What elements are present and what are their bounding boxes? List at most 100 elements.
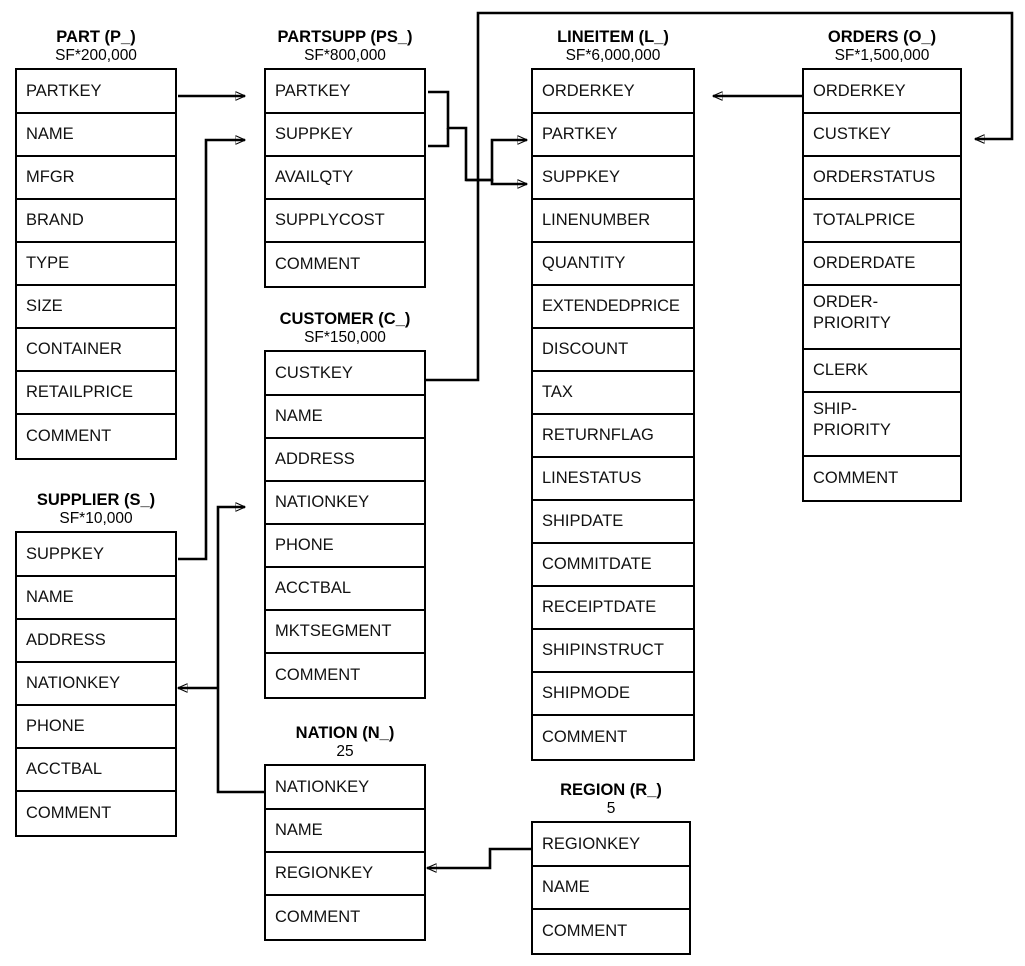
- entity-partsupp-box: PARTKEY SUPPKEY AVAILQTY SUPPLYCOST COMM…: [264, 68, 426, 288]
- entity-supplier: SUPPLIER (S_) SF*10,000 SUPPKEY NAME ADD…: [15, 491, 177, 837]
- link-partsupp-lineitem-partkey: [428, 90, 527, 182]
- attr-part-size[interactable]: SIZE: [17, 286, 175, 329]
- entity-part: PART (P_) SF*200,000 PARTKEY NAME MFGR B…: [15, 28, 177, 460]
- entity-partsupp-title: PARTSUPP (PS_): [277, 28, 413, 46]
- entity-nation-title: NATION (N_): [295, 724, 395, 742]
- attr-lineitem-comment[interactable]: COMMENT: [533, 716, 693, 759]
- attr-orders-clerk[interactable]: CLERK: [804, 350, 960, 393]
- entity-lineitem: LINEITEM (L_) SF*6,000,000 ORDERKEY PART…: [531, 28, 695, 761]
- entity-nation-cardinality: 25: [336, 743, 354, 760]
- entity-orders-cardinality: SF*1,500,000: [834, 47, 930, 64]
- entity-customer-cardinality: SF*150,000: [304, 329, 386, 346]
- attr-customer-comment[interactable]: COMMENT: [266, 654, 424, 697]
- entity-orders-title: ORDERS (O_): [827, 28, 937, 46]
- attr-lineitem-linestatus[interactable]: LINESTATUS: [533, 458, 693, 501]
- attr-customer-name[interactable]: NAME: [266, 396, 424, 439]
- attr-lineitem-suppkey[interactable]: SUPPKEY: [533, 157, 693, 200]
- attr-partsupp-suppkey[interactable]: SUPPKEY: [266, 114, 424, 157]
- link-nation-customer-nationkey: [216, 507, 265, 794]
- entity-region-cardinality: 5: [606, 800, 616, 817]
- attr-partsupp-supplycost[interactable]: SUPPLYCOST: [266, 200, 424, 243]
- attr-lineitem-receiptdate[interactable]: RECEIPTDATE: [533, 587, 693, 630]
- attr-part-name[interactable]: NAME: [17, 114, 175, 157]
- attr-part-container[interactable]: CONTAINER: [17, 329, 175, 372]
- link-supplier-partsupp-suppkey: [178, 140, 245, 561]
- attr-lineitem-extendedprice[interactable]: EXTENDEDPRICE: [533, 286, 693, 329]
- attr-orders-shippriority[interactable]: SHIP- PRIORITY: [804, 393, 960, 457]
- link-junction-lineitem-suppkey: [466, 178, 527, 184]
- entity-part-box: PARTKEY NAME MFGR BRAND TYPE SIZE CONTAI…: [15, 68, 177, 460]
- attr-part-partkey[interactable]: PARTKEY: [17, 70, 175, 114]
- entity-partsupp-cardinality: SF*800,000: [304, 47, 386, 64]
- entity-nation: NATION (N_) 25 NATIONKEY NAME REGIONKEY …: [264, 724, 426, 941]
- attr-lineitem-orderkey[interactable]: ORDERKEY: [533, 70, 693, 114]
- entity-region-title: REGION (R_): [560, 781, 662, 799]
- entity-nation-box: NATIONKEY NAME REGIONKEY COMMENT: [264, 764, 426, 941]
- entity-lineitem-box: ORDERKEY PARTKEY SUPPKEY LINENUMBER QUAN…: [531, 68, 695, 761]
- attr-lineitem-shipdate[interactable]: SHIPDATE: [533, 501, 693, 544]
- attr-orders-orderkey[interactable]: ORDERKEY: [804, 70, 960, 114]
- attr-partsupp-availqty[interactable]: AVAILQTY: [266, 157, 424, 200]
- entity-lineitem-cardinality: SF*6,000,000: [565, 47, 661, 64]
- entity-orders-box: ORDERKEY CUSTKEY ORDERSTATUS TOTALPRICE …: [802, 68, 962, 502]
- attr-lineitem-linenumber[interactable]: LINENUMBER: [533, 200, 693, 243]
- entity-region-box: REGIONKEY NAME COMMENT: [531, 821, 691, 955]
- attr-region-regionkey[interactable]: REGIONKEY: [533, 823, 689, 867]
- attr-orders-orderdate[interactable]: ORDERDATE: [804, 243, 960, 286]
- entity-lineitem-title: LINEITEM (L_): [557, 28, 669, 46]
- attr-supplier-nationkey[interactable]: NATIONKEY: [17, 663, 175, 706]
- attr-lineitem-partkey[interactable]: PARTKEY: [533, 114, 693, 157]
- attr-orders-comment[interactable]: COMMENT: [804, 457, 960, 500]
- attr-nation-comment[interactable]: COMMENT: [266, 896, 424, 939]
- link-partsupp-lineitem-suppkey: [428, 128, 450, 148]
- attr-lineitem-shipmode[interactable]: SHIPMODE: [533, 673, 693, 716]
- entity-customer-box: CUSTKEY NAME ADDRESS NATIONKEY PHONE ACC…: [264, 350, 426, 699]
- attr-region-name[interactable]: NAME: [533, 867, 689, 910]
- entity-region: REGION (R_) 5 REGIONKEY NAME COMMENT: [531, 781, 691, 955]
- attr-part-mfgr[interactable]: MFGR: [17, 157, 175, 200]
- attr-orders-totalprice[interactable]: TOTALPRICE: [804, 200, 960, 243]
- attr-nation-regionkey[interactable]: REGIONKEY: [266, 853, 424, 896]
- attr-orders-orderpriority[interactable]: ORDER- PRIORITY: [804, 286, 960, 350]
- entity-customer-title: CUSTOMER (C_): [279, 310, 411, 328]
- attr-customer-custkey[interactable]: CUSTKEY: [266, 352, 424, 396]
- attr-region-comment[interactable]: COMMENT: [533, 910, 689, 953]
- attr-supplier-address[interactable]: ADDRESS: [17, 620, 175, 663]
- attr-customer-nationkey[interactable]: NATIONKEY: [266, 482, 424, 525]
- entity-partsupp: PARTSUPP (PS_) SF*800,000 PARTKEY SUPPKE…: [264, 28, 426, 288]
- attr-supplier-name[interactable]: NAME: [17, 577, 175, 620]
- attr-lineitem-quantity[interactable]: QUANTITY: [533, 243, 693, 286]
- entity-part-cardinality: SF*200,000: [55, 47, 137, 64]
- attr-orders-orderstatus[interactable]: ORDERSTATUS: [804, 157, 960, 200]
- attr-customer-phone[interactable]: PHONE: [266, 525, 424, 568]
- attr-partsupp-comment[interactable]: COMMENT: [266, 243, 424, 286]
- link-customer-orders-custkey: [426, 11, 1014, 382]
- attr-part-brand[interactable]: BRAND: [17, 200, 175, 243]
- attr-nation-nationkey[interactable]: NATIONKEY: [266, 766, 424, 810]
- attr-lineitem-tax[interactable]: TAX: [533, 372, 693, 415]
- attr-lineitem-discount[interactable]: DISCOUNT: [533, 329, 693, 372]
- attr-part-retailprice[interactable]: RETAILPRICE: [17, 372, 175, 415]
- entity-part-title: PART (P_): [56, 28, 136, 46]
- attr-nation-name[interactable]: NAME: [266, 810, 424, 853]
- attr-supplier-comment[interactable]: COMMENT: [17, 792, 175, 835]
- attr-part-type[interactable]: TYPE: [17, 243, 175, 286]
- attr-customer-acctbal[interactable]: ACCTBAL: [266, 568, 424, 611]
- entity-supplier-cardinality: SF*10,000: [59, 510, 133, 527]
- attr-supplier-phone[interactable]: PHONE: [17, 706, 175, 749]
- attr-part-comment[interactable]: COMMENT: [17, 415, 175, 458]
- attr-customer-address[interactable]: ADDRESS: [266, 439, 424, 482]
- entity-orders: ORDERS (O_) SF*1,500,000 ORDERKEY CUSTKE…: [802, 28, 962, 502]
- attr-supplier-suppkey[interactable]: SUPPKEY: [17, 533, 175, 577]
- entity-customer: CUSTOMER (C_) SF*150,000 CUSTKEY NAME AD…: [264, 310, 426, 699]
- attr-orders-custkey[interactable]: CUSTKEY: [804, 114, 960, 157]
- attr-lineitem-commitdate[interactable]: COMMITDATE: [533, 544, 693, 587]
- link-region-nation-regionkey: [427, 847, 531, 868]
- attr-lineitem-returnflag[interactable]: RETURNFLAG: [533, 415, 693, 458]
- attr-supplier-acctbal[interactable]: ACCTBAL: [17, 749, 175, 792]
- attr-partsupp-partkey[interactable]: PARTKEY: [266, 70, 424, 114]
- attr-customer-mktsegment[interactable]: MKTSEGMENT: [266, 611, 424, 654]
- attr-lineitem-shipinstruct[interactable]: SHIPINSTRUCT: [533, 630, 693, 673]
